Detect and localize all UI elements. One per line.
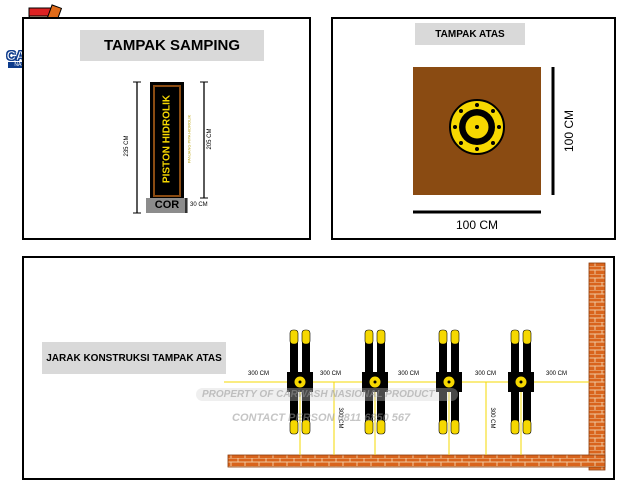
bolt-hole: [459, 109, 463, 113]
lift-unit: [362, 329, 388, 435]
watermark-line-1: PROPERTY OF CARWASH NASIONAL PRODUCT: [196, 388, 458, 401]
lift-pad: [522, 329, 532, 345]
lift-pad: [510, 329, 520, 345]
piston-body: [150, 82, 184, 198]
pipe-label: PANJANG PIPA HIDROLIK: [186, 114, 192, 164]
spacing-label: 300 CM: [546, 371, 568, 377]
concrete-base: [146, 198, 188, 213]
spacing-label: 300 CM: [320, 371, 342, 377]
dim-base-label: 30 CM: [190, 202, 208, 208]
spacing-label: 300 CM: [475, 371, 497, 377]
brick-wall-bottom: [227, 454, 606, 468]
side-view-drawing: [133, 81, 208, 214]
lift-unit: [508, 329, 534, 435]
watermark-line-2: CONTACT PERSON 0811 6850 567: [232, 412, 411, 424]
lift-pad: [376, 329, 386, 345]
bolt-hole: [491, 109, 495, 113]
lift-unit: [436, 329, 462, 435]
dim-piston-label: 205 CM: [207, 128, 213, 150]
lift-pad: [301, 419, 311, 435]
base-label: COR: [154, 199, 180, 211]
brick-wall-right: [588, 262, 606, 471]
lift-pad: [450, 329, 460, 345]
layout-view-title: JARAK KONSTRUKSI TAMPAK ATAS: [42, 342, 226, 374]
lift-pad: [289, 329, 299, 345]
dim-height-label: 100 CM: [562, 109, 576, 153]
lift-pad: [301, 329, 311, 345]
piston-rod-outline: [153, 85, 181, 197]
spacing-label: 300 CM: [398, 371, 420, 377]
top-view-panel: TAMPAK ATAS 100 CM 100 CM: [331, 17, 616, 240]
bolt-hole: [459, 141, 463, 145]
lift-pad: [376, 419, 386, 435]
lift-pad: [364, 419, 374, 435]
bolt-hole: [497, 125, 501, 129]
lift-pad: [522, 419, 532, 435]
top-view-drawing: [413, 67, 555, 214]
bolt-hole: [475, 147, 479, 151]
lift-pad: [438, 419, 448, 435]
lift-pad: [289, 419, 299, 435]
lift-pad: [364, 329, 374, 345]
layout-view-drawing: [224, 262, 606, 471]
bolt-hole: [475, 103, 479, 107]
side-view-title: TAMPAK SAMPING: [80, 30, 264, 61]
dim-width-label: 100 CM: [455, 218, 499, 232]
layout-view-panel: JARAK KONSTRUKSI TAMPAK ATAS 300 CM 300 …: [22, 256, 615, 480]
lift-pad: [438, 329, 448, 345]
piston-label: PISTON HIDROLIK: [161, 94, 173, 184]
vertical-dim-label: 300 CM: [489, 407, 495, 429]
side-view-panel: TAMPAK SAMPING PISTON HIDROLIK PANJANG P…: [22, 17, 311, 240]
lift-unit: [287, 329, 313, 435]
top-view-title: TAMPAK ATAS: [415, 23, 525, 45]
lift-pad: [510, 419, 520, 435]
spacing-label: 300 CM: [248, 371, 270, 377]
dim-total-label: 235 CM: [124, 135, 130, 157]
bolt-hole: [491, 141, 495, 145]
bolt-hole: [453, 125, 457, 129]
lift-pad: [450, 419, 460, 435]
